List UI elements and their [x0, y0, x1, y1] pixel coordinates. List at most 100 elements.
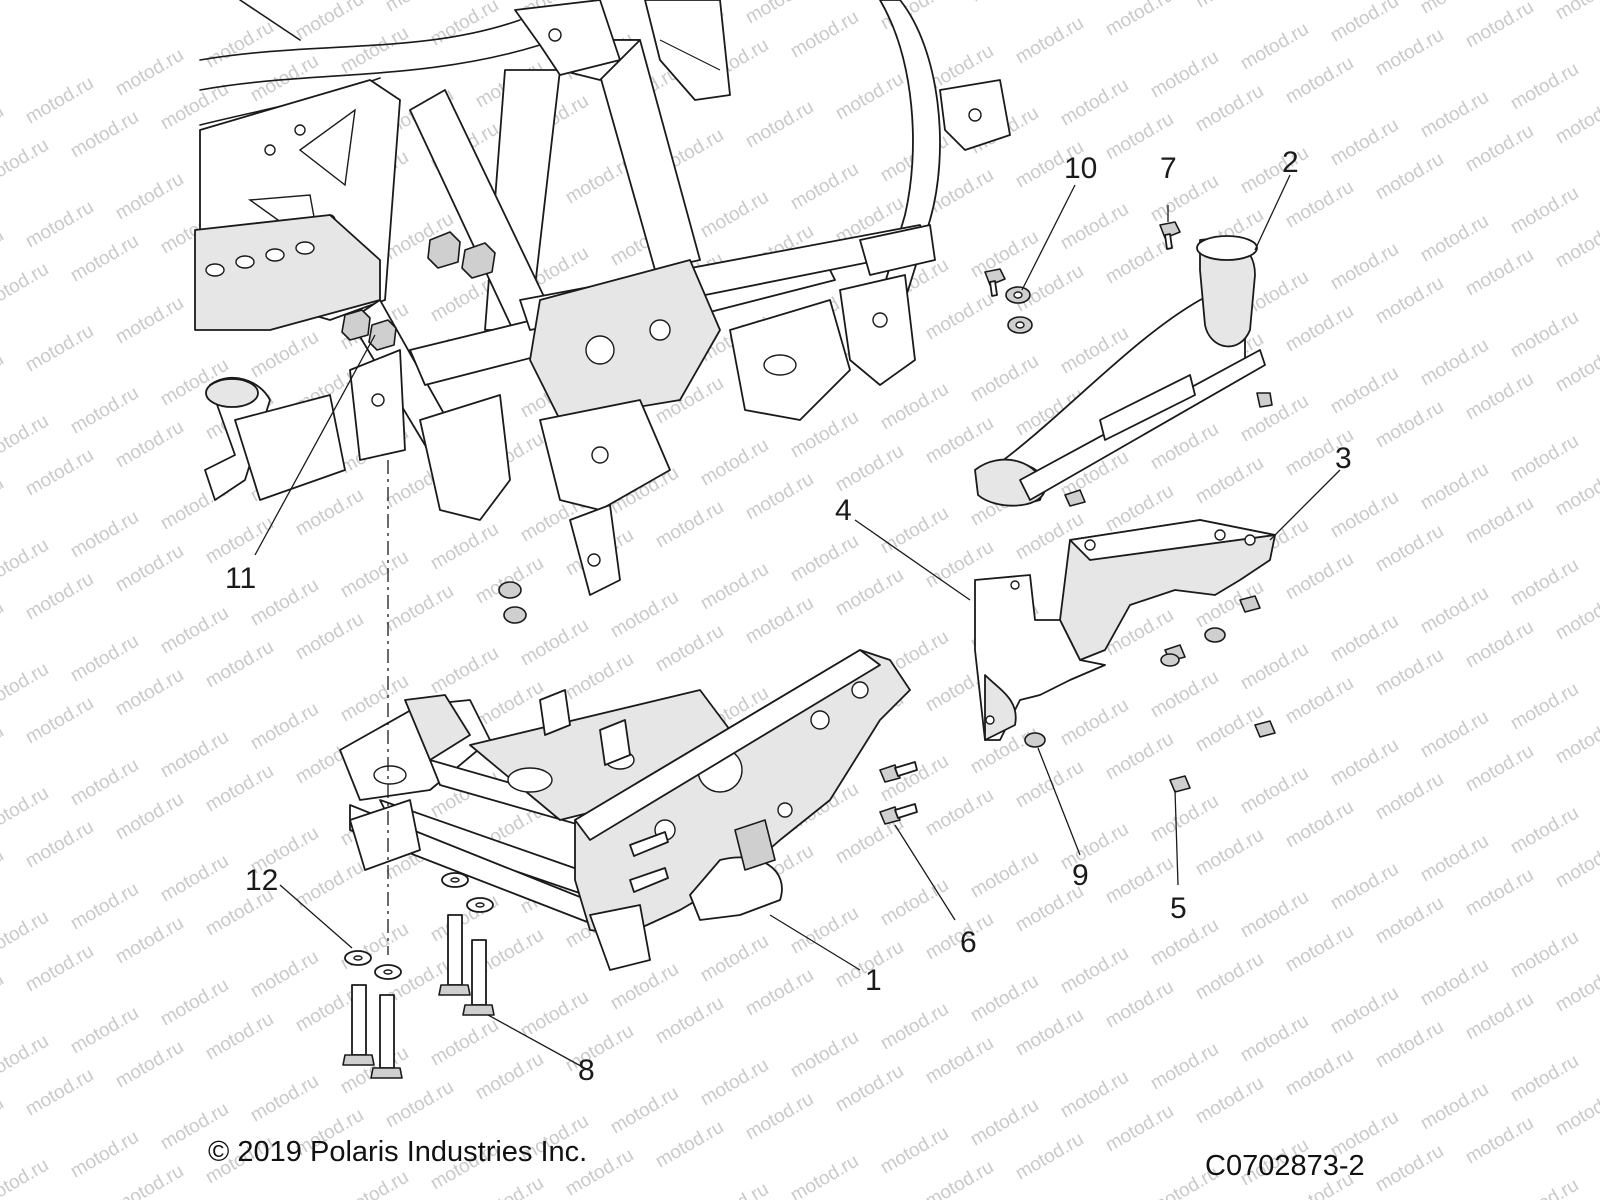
callout-1: 1 [865, 964, 882, 997]
watermark-text: motod.ru [112, 293, 187, 349]
watermark-text: motod.ru [0, 969, 7, 1025]
part-5-bolts[interactable] [1064, 489, 1276, 793]
watermark-text: motod.ru [1507, 927, 1582, 983]
watermark-text: motod.ru [1462, 121, 1537, 177]
watermark-text: motod.ru [22, 569, 97, 625]
watermark-text: motod.ru [1417, 211, 1492, 267]
watermark-text: motod.ru [1462, 1113, 1537, 1169]
watermark-text: motod.ru [202, 17, 277, 73]
watermark-text: motod.ru [22, 445, 97, 501]
watermark-text: motod.ru [697, 435, 772, 491]
flange-nut[interactable] [498, 581, 522, 599]
watermark-text: motod.ru [382, 1077, 457, 1133]
watermark-text: motod.ru [247, 1071, 322, 1127]
part-12-washers[interactable] [344, 872, 494, 980]
watermark-text: motod.ru [1462, 741, 1537, 797]
watermark-text: motod.ru [832, 441, 907, 497]
watermark-text: motod.ru [1282, 797, 1357, 853]
watermark-text: motod.ru [157, 975, 232, 1031]
watermark-text: motod.ru [1417, 707, 1492, 763]
watermark-text: motod.ru [1282, 549, 1357, 605]
watermark-text: motod.ru [1462, 865, 1537, 921]
watermark-text: motod.ru [1327, 611, 1402, 667]
part-4-bracket[interactable] [974, 574, 1106, 741]
watermark-text: motod.ru [292, 609, 367, 665]
watermark-text: motod.ru [1552, 961, 1600, 1017]
watermark-text: motod.ru [1552, 1085, 1600, 1141]
part-9-nuts[interactable] [1024, 627, 1226, 748]
watermark-text: motod.ru [0, 1031, 52, 1087]
watermark-text: motod.ru [22, 321, 97, 377]
watermark-text: motod.ru [1417, 955, 1492, 1011]
flange-nut[interactable] [503, 606, 527, 624]
watermark-text: motod.ru [1102, 977, 1177, 1033]
watermark-text: motod.ru [1372, 521, 1447, 577]
watermark-text: motod.ru [1327, 983, 1402, 1039]
watermark-text: motod.ru [292, 857, 367, 913]
watermark-text: motod.ru [922, 1157, 997, 1200]
watermark-text: motod.ru [337, 23, 412, 79]
watermark-text: motod.ru [697, 1055, 772, 1111]
callout-10: 10 [1064, 152, 1097, 185]
part-7-bolts[interactable] [984, 221, 1273, 408]
watermark-text: motod.ru [607, 1083, 682, 1139]
watermark-text: motod.ru [922, 1033, 997, 1089]
watermark-text: motod.ru [742, 1089, 817, 1145]
watermark-text: motod.ru [697, 187, 772, 243]
watermark-text: motod.ru [22, 1065, 97, 1121]
watermark-text: motod.ru [202, 761, 277, 817]
watermark-text: motod.ru [1147, 171, 1222, 227]
watermark-text: motod.ru [1282, 673, 1357, 729]
callout-9: 9 [1072, 859, 1089, 892]
watermark-text: motod.ru [1372, 273, 1447, 329]
watermark-text: motod.ru [22, 73, 97, 129]
watermark-text: motod.ru [0, 783, 52, 839]
watermark-text: motod.ru [1552, 465, 1600, 521]
watermark-text: motod.ru [1462, 0, 1537, 52]
watermark-text: motod.ru [652, 497, 727, 553]
watermark-text: motod.ru [1507, 1175, 1582, 1200]
watermark-text: motod.ru [1552, 837, 1600, 893]
watermark-text: motod.ru [1372, 769, 1447, 825]
watermark-text: motod.ru [1192, 81, 1267, 137]
watermark-text: motod.ru [787, 159, 862, 215]
watermark-text: motod.ru [652, 621, 727, 677]
leader-lines [254, 174, 1341, 1071]
watermark-text: motod.ru [1462, 245, 1537, 301]
watermark-text: motod.ru [1507, 1051, 1582, 1107]
watermark-text: motod.ru [1552, 713, 1600, 769]
watermark-text: motod.ru [472, 677, 547, 733]
watermark-text: motod.ru [922, 289, 997, 345]
watermark-text: motod.ru [1372, 645, 1447, 701]
part-1-front-mount-frame[interactable] [339, 649, 911, 971]
watermark-text: motod.ru [292, 485, 367, 541]
callout-4: 4 [835, 494, 852, 527]
watermark-text: motod.ru [22, 817, 97, 873]
watermark-text: motod.ru [1057, 199, 1132, 255]
part-10-flange-nuts[interactable] [1005, 286, 1033, 334]
watermark-text: motod.ru [1462, 989, 1537, 1045]
copyright-notice: © 2019 Polaris Industries Inc. [208, 1136, 588, 1168]
watermark-text: motod.ru [1552, 0, 1600, 24]
callout-labels: 1 2 3 4 5 6 7 8 9 10 11 12 [225, 146, 1352, 1087]
watermark-text: motod.ru [1372, 893, 1447, 949]
watermark-text: motod.ru [427, 643, 502, 699]
watermark-text: motod.ru [1237, 639, 1312, 695]
part-8-long-bolts[interactable] [342, 914, 495, 1079]
watermark-text: motod.ru [877, 999, 952, 1055]
watermark-text: motod.ru [1327, 859, 1402, 915]
watermark-text: motod.ru [382, 581, 457, 637]
watermark-text: motod.ru [877, 1123, 952, 1179]
watermark-text: motod.ru [1237, 887, 1312, 943]
watermark-text: motod.ru [967, 971, 1042, 1027]
watermark-text: motod.ru [67, 879, 142, 935]
watermark-text: motod.ru [742, 97, 817, 153]
part-2-grab-bar[interactable] [974, 235, 1266, 507]
watermark-text: motod.ru [112, 169, 187, 225]
watermark-text: motod.ru [22, 197, 97, 253]
watermark-text: motod.ru [157, 851, 232, 907]
watermark-text: motod.ru [67, 1127, 142, 1183]
drawing-code: C0702873-2 [1205, 1150, 1365, 1182]
part-6-bolts[interactable] [879, 761, 918, 825]
